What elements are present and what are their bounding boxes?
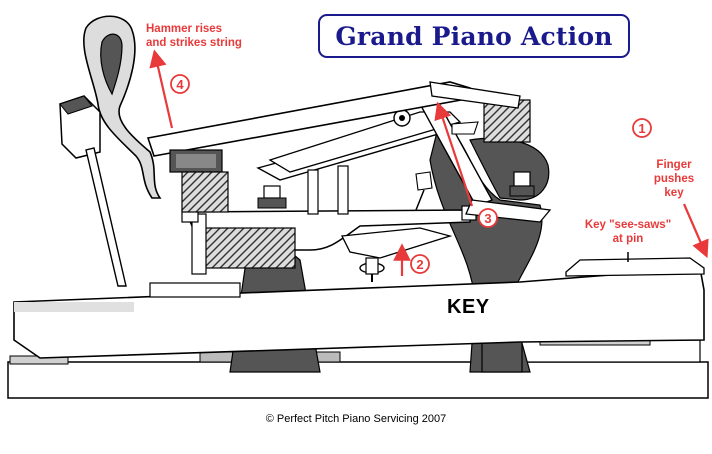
hammer-label-line-2: and strikes string — [146, 37, 242, 49]
finger-label-line-2: pushes — [653, 173, 695, 185]
copyright-text: © Perfect Pitch Piano Servicing 2007 — [265, 413, 447, 425]
finger-label-line-3: key — [664, 187, 684, 199]
wippen — [181, 205, 477, 275]
pivot-label-line-1: Key "see-saws" — [584, 219, 672, 231]
step-number-3: 3 — [484, 211, 491, 226]
step-marker-3: 3 — [478, 208, 498, 228]
step-marker-2: 2 — [410, 254, 430, 274]
step-number-2: 2 — [416, 257, 423, 272]
arrow-jack-push — [434, 101, 474, 207]
step-marker-4: 4 — [170, 74, 190, 94]
hammer-label-line-1: Hammer rises — [146, 23, 223, 35]
capstan — [359, 257, 385, 282]
backcheck — [59, 95, 127, 287]
step-number-1: 1 — [638, 121, 645, 136]
annotation-arrows — [149, 49, 709, 276]
hammer-shank — [146, 81, 521, 213]
hammer-label: Hammer rises and strikes string — [146, 22, 242, 50]
pivot-label: Key "see-saws" at pin — [572, 218, 684, 246]
key — [13, 252, 705, 359]
jack-assembly — [256, 97, 552, 223]
pivot-label-line-2: at pin — [612, 233, 644, 245]
arrow-finger-push — [682, 203, 709, 259]
page-title: Grand Piano Action — [335, 21, 613, 51]
key-label: KEY — [447, 296, 490, 318]
step-markers: 4 1 3 2 — [170, 74, 652, 274]
finger-label: Finger pushes key — [648, 158, 700, 200]
hammer-head — [82, 15, 162, 199]
title-box: Grand Piano Action — [318, 14, 630, 58]
step-marker-1: 1 — [632, 118, 652, 138]
finger-label-line-1: Finger — [656, 159, 692, 171]
step-number-4: 4 — [176, 77, 184, 92]
arrow-hammer-rises — [149, 49, 174, 129]
